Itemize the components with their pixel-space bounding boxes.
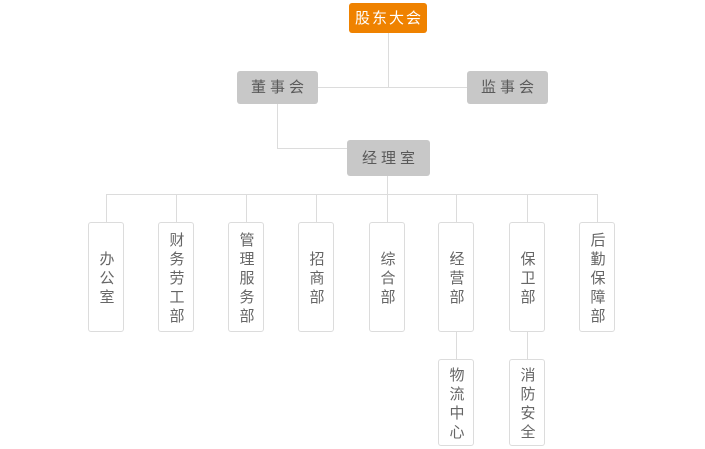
node-board-of-directors: 董事会 — [237, 71, 318, 104]
node-dept-logistics-support: 后勤保障部 — [579, 222, 615, 332]
node-label: 经营部 — [447, 250, 465, 308]
connector-stub-finance — [176, 194, 177, 222]
connector-operations-to-logistics-center — [456, 332, 457, 359]
connector-stub-general — [387, 194, 388, 222]
node-sub-logistics-center: 物流中心 — [438, 359, 474, 446]
connector-departments-bus — [106, 194, 597, 195]
connector-root-drop — [388, 33, 389, 87]
connector-stub-logistics — [597, 194, 598, 222]
connector-stub-office — [106, 194, 107, 222]
connector-board-supervisory — [318, 87, 467, 88]
node-dept-general-affairs: 综合部 — [369, 222, 405, 332]
node-label: 办公室 — [97, 250, 115, 308]
connector-stub-management — [246, 194, 247, 222]
node-dept-office: 办公室 — [88, 222, 124, 332]
node-dept-finance-labor: 财务劳工部 — [158, 222, 194, 332]
node-label: 保卫部 — [518, 250, 536, 308]
connector-manager-drop — [387, 176, 388, 194]
connector-stub-security — [527, 194, 528, 222]
connector-stub-operations — [456, 194, 457, 222]
node-label: 经理室 — [361, 149, 419, 167]
node-label: 招商部 — [307, 250, 325, 308]
connector-security-to-fire-safety — [527, 332, 528, 359]
node-label: 综合部 — [378, 250, 396, 308]
node-sub-fire-safety: 消防安全 — [509, 359, 545, 446]
connector-board-to-manager — [277, 148, 347, 149]
connector-board-drop — [277, 104, 278, 148]
node-label: 后勤保障部 — [588, 231, 606, 327]
node-managers-office: 经理室 — [347, 140, 430, 176]
node-dept-investment-promotion: 招商部 — [298, 222, 334, 332]
node-label: 消防安全 — [518, 366, 536, 443]
node-label: 财务劳工部 — [167, 231, 185, 327]
node-dept-management-service: 管理服务部 — [228, 222, 264, 332]
node-label: 监事会 — [480, 79, 538, 96]
node-dept-operations: 经营部 — [438, 222, 474, 332]
connector-stub-investment — [316, 194, 317, 222]
node-label: 董事会 — [250, 79, 308, 96]
node-label: 管理服务部 — [237, 231, 255, 327]
node-dept-security: 保卫部 — [509, 222, 545, 332]
node-shareholders-meeting: 股东大会 — [349, 3, 427, 33]
node-label: 物流中心 — [447, 366, 465, 443]
node-label: 股东大会 — [354, 9, 423, 27]
node-supervisory-board: 监事会 — [467, 71, 548, 104]
